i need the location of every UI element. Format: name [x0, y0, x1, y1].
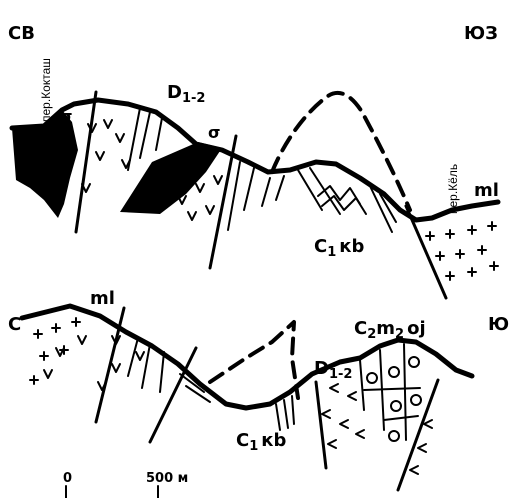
- fault-line-7: [396, 378, 440, 492]
- devonian-label-2: D1-2: [314, 358, 352, 382]
- direction-ne-label: СВ: [8, 23, 35, 44]
- fault-line-4: [94, 306, 126, 424]
- intrusive-symbols-2: [321, 383, 433, 475]
- reconstructed-fold-dashed: [270, 90, 412, 212]
- volcanic-symbols-1: [81, 119, 223, 221]
- ml-label-2: ml: [90, 288, 115, 309]
- volcanic-symbols-2: [43, 335, 145, 391]
- profile-2: С Ю: [8, 288, 509, 492]
- topographic-profile-2: [19, 303, 475, 411]
- sigma-symbol-left: σ: [60, 107, 72, 126]
- scale-zero-label: 0: [63, 471, 72, 486]
- direction-s-label: Ю: [488, 314, 509, 335]
- granite-symbols-2: [29, 317, 81, 385]
- fault-line-5: [148, 346, 198, 444]
- fault-line-2: [208, 134, 238, 270]
- topographic-profile-1: [9, 97, 501, 223]
- sigma-symbol-center: σ: [208, 123, 220, 142]
- serpentinite-body-left: [12, 110, 78, 218]
- pass-koktash-label: пер.Кокташ: [39, 58, 53, 122]
- devonian-label-1: D1-2: [167, 82, 205, 106]
- fault-line-6: [314, 380, 328, 470]
- fault-line-3: [404, 204, 448, 300]
- ml-label-1: ml: [474, 180, 499, 201]
- fault-line-1: [74, 90, 98, 234]
- bedding-strokes-2: [127, 337, 295, 431]
- scale-distance-label: 500 м: [146, 471, 188, 486]
- profile-1: СВ ЮЗ: [8, 23, 501, 300]
- scale-bar: 0 500 м: [63, 471, 188, 498]
- pass-kyol-label: пер.Кёль: [446, 164, 460, 214]
- granite-symbols-1: [425, 221, 499, 281]
- reconstructed-fold-dashed-2: [208, 320, 300, 400]
- serpentinite-body-center: [120, 142, 222, 214]
- formation-block-oj: [359, 343, 422, 442]
- direction-sw-label: ЮЗ: [464, 23, 498, 44]
- direction-n-label: С: [8, 314, 21, 335]
